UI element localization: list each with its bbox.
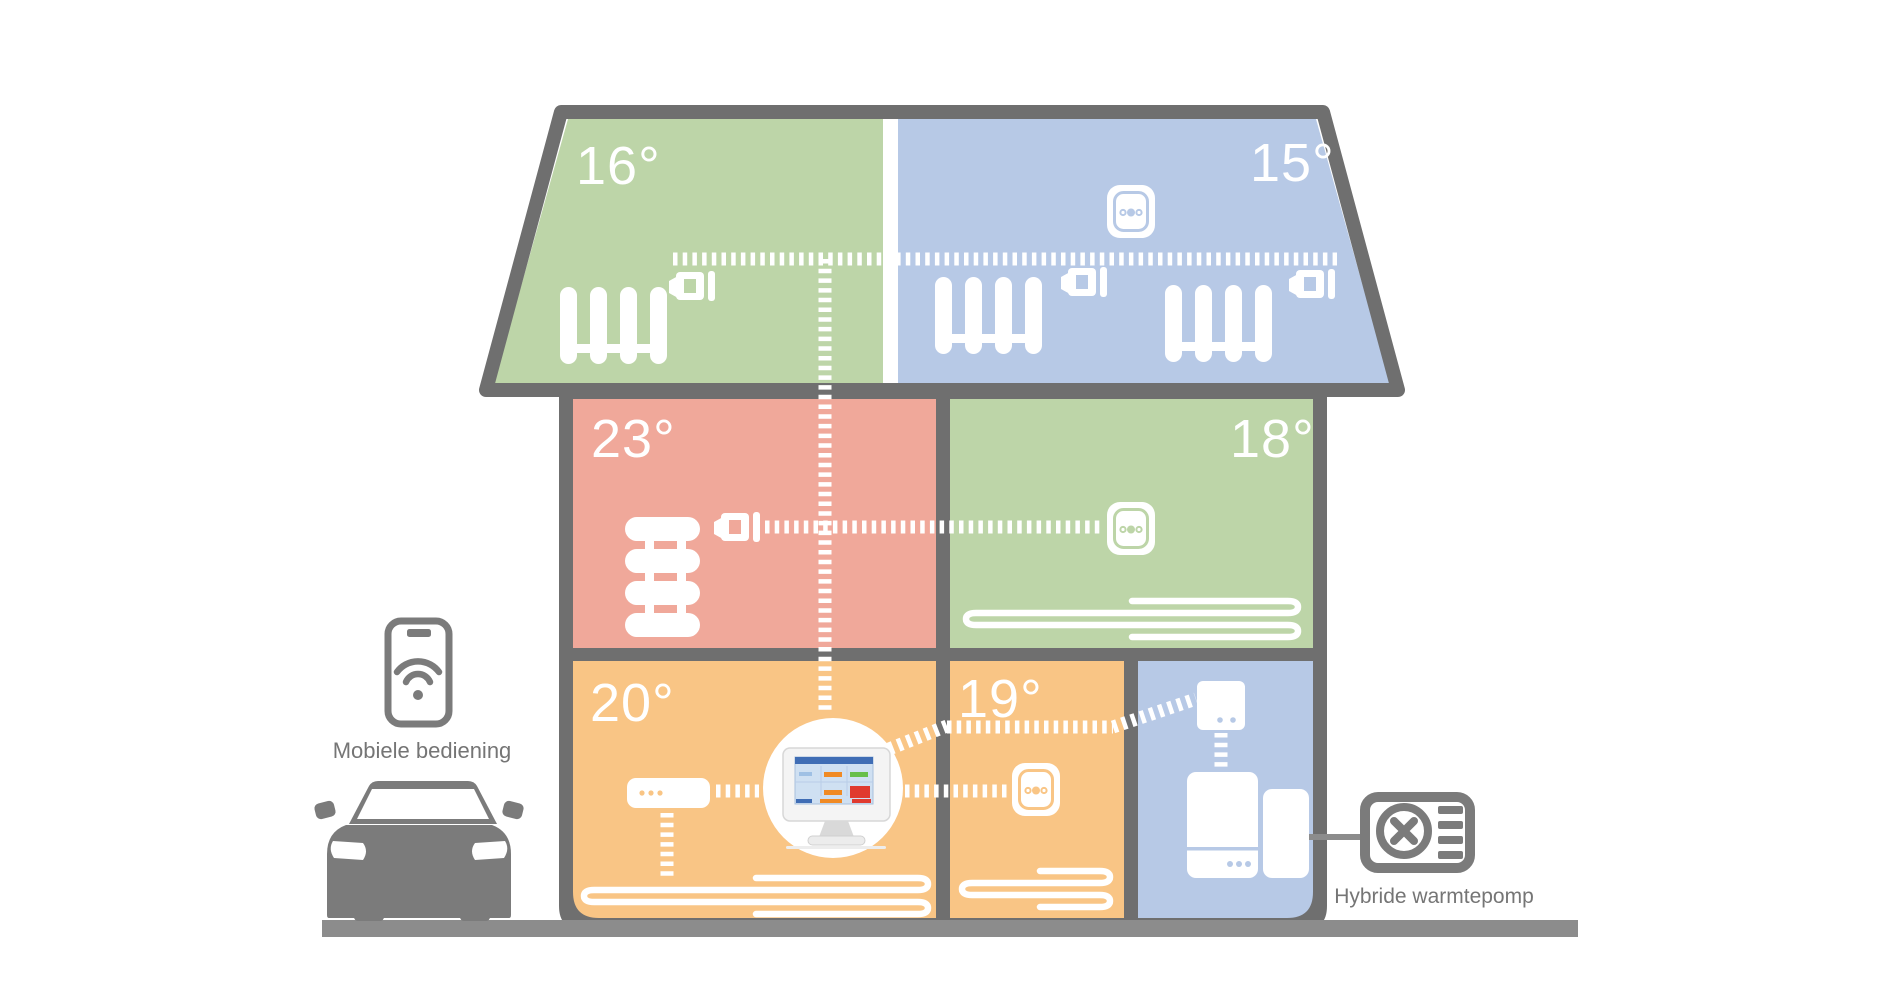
- wireless-link-lines: [660, 252, 1337, 876]
- temp-middle-right: 18°: [1230, 409, 1315, 469]
- car-headlight: [472, 841, 508, 860]
- hybrid-heat-pump-label: Hybride warmtepomp: [1334, 885, 1534, 908]
- car-windshield: [357, 789, 489, 819]
- temp-ground-middle: 19°: [958, 669, 1043, 729]
- temp-middle-left: 23°: [591, 409, 676, 469]
- temp-attic-left: 16°: [576, 136, 661, 196]
- wifi-icon: [393, 658, 443, 686]
- room-thermostat-icon: [1012, 763, 1060, 816]
- roof-outline: [479, 105, 1405, 397]
- towel-radiator-icon: [625, 517, 700, 637]
- hot-water-cylinder-icon: [1263, 789, 1309, 878]
- evohome-controller-icon: [763, 718, 903, 858]
- wireless-relay-icon: [1197, 681, 1245, 730]
- valve-window: [1304, 277, 1316, 291]
- room-thermostat-icon: [1107, 185, 1155, 238]
- temp-ground-left: 20°: [590, 673, 675, 733]
- attic-radiators: [560, 267, 1335, 364]
- heat-pump-connector: [1309, 834, 1361, 840]
- valve-window: [1076, 275, 1088, 289]
- mobile-control-label: Mobiele bediening: [332, 738, 512, 763]
- valve-window: [684, 279, 696, 293]
- room-thermostat-icon: [1107, 502, 1155, 555]
- temp-attic-right: 15°: [1250, 133, 1335, 193]
- boiler-icon: [1187, 772, 1258, 878]
- valve-window: [729, 520, 741, 534]
- heat-pump-fan-icon: [1360, 792, 1475, 873]
- ground-line: [322, 920, 1578, 937]
- roof: [479, 105, 1405, 397]
- car-headlight: [330, 841, 366, 860]
- heating-manifold-icon: [627, 778, 710, 808]
- heat-pump-unit: [1309, 792, 1475, 873]
- link-controller-relay-diag1: [886, 719, 950, 756]
- smartphone-wifi-icon: [384, 617, 453, 728]
- car-icon: [314, 781, 524, 921]
- underfloor-heating-coil-icon: [580, 597, 1302, 918]
